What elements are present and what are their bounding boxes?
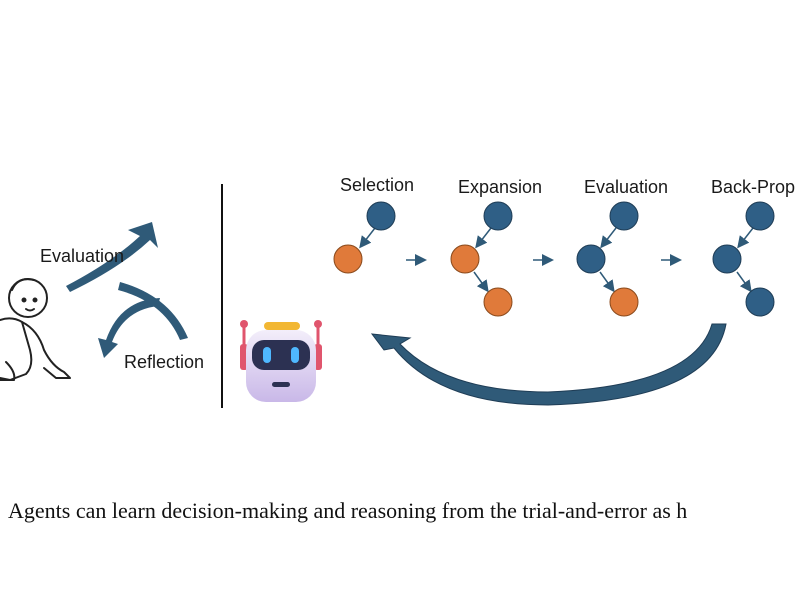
robot-icon	[240, 320, 322, 402]
tree-node	[609, 287, 639, 317]
reflection-arrow	[98, 298, 160, 358]
tree-node	[609, 201, 639, 231]
caption-text: Agents can learn decision-making and rea…	[8, 498, 688, 523]
tree-evaluation	[576, 201, 639, 317]
cycle-arrows	[66, 222, 188, 358]
tree-node	[576, 244, 606, 274]
cycle-arrow-right	[118, 282, 188, 340]
evaluation-arrow	[66, 222, 158, 292]
tree-selection	[333, 201, 396, 274]
tree-node	[712, 244, 742, 274]
stage-label-selection: Selection	[340, 175, 414, 195]
tree-node	[483, 287, 513, 317]
reflection-label: Reflection	[124, 352, 204, 372]
baby-crawling-icon	[0, 278, 71, 381]
tree-expansion	[450, 201, 513, 317]
tree-node	[366, 201, 396, 231]
tree-node	[450, 244, 480, 274]
stage-label-back-prop: Back-Prop	[711, 177, 795, 197]
tree-node	[745, 201, 775, 231]
tree-node	[483, 201, 513, 231]
stage-label-evaluation: Evaluation	[584, 177, 668, 197]
return-arrow	[370, 323, 727, 406]
tree-node	[333, 244, 363, 274]
tree-back-prop	[712, 201, 775, 317]
evaluation-label: Evaluation	[40, 246, 124, 266]
stage-label-expansion: Expansion	[458, 177, 542, 197]
tree-node	[745, 287, 775, 317]
